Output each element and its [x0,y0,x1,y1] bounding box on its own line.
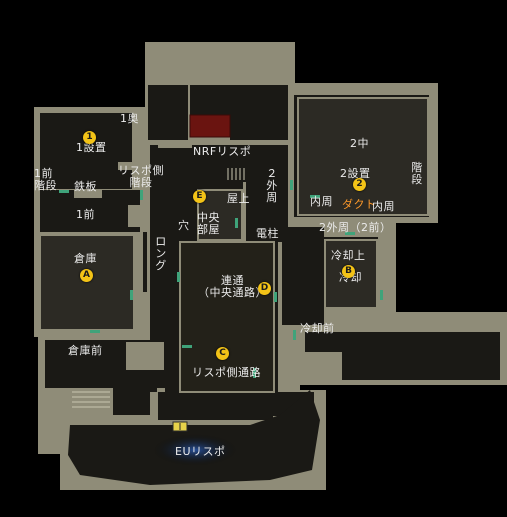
label-2-sotomawari: ２ 外 周 [266,167,278,204]
point-d-marker-icon: D [258,282,271,295]
label-2-setchi: 2設置 [340,167,371,180]
stairs [72,168,245,408]
label-2-sotomawari-2mae: 2外周（2前） [319,221,392,234]
point-a-marker-icon: A [80,269,93,282]
rooms [39,97,429,393]
label-1-mae: 1前 [76,208,95,221]
point-b-marker-icon: B [342,265,355,278]
label-long: ロ ン グ [155,235,167,272]
label-reikyaku-ue: 冷却上 [331,249,366,262]
label-soko-mae: 倉庫前 [68,344,103,357]
inner-walls [74,140,342,422]
label-kaidan-right: 階 段 [411,161,423,186]
eu-spawn-glow [153,434,237,466]
label-2-naka: 2中 [350,137,369,150]
label-uchimawari-left: 内周 [310,195,333,208]
label-nrf-respawn: NRFリスポ [193,145,252,158]
label-risupo-tsuro: リスポ側通路 [192,366,261,379]
nrf-spawn-zone [189,114,231,138]
label-uchimawari-right: 内周 [372,200,395,213]
label-1-oku: 1奥 [120,112,139,125]
site-1-marker-icon: 1 [83,131,96,144]
label-teppan: 鉄板 [74,180,97,193]
label-eu-respawn: EUリスポ [175,445,226,458]
point-e-marker-icon: E [193,190,206,203]
label-reikyaku-mae: 冷却前 [300,322,335,335]
label-denchu: 電柱 [256,227,279,240]
doors [59,180,383,378]
label-1-setchi: 1設置 [76,141,107,154]
label-ana: 穴 [178,219,190,232]
point-c-marker-icon: C [216,347,229,360]
label-duct: ダクト [342,198,377,211]
label-1-mae-kaidan: 1前 階段 [34,167,57,192]
label-soko: 倉庫 [74,252,97,265]
label-okujo: 屋上 [227,192,250,205]
label-rentsu: 連通 （中央通路） [198,274,267,299]
site-2-marker-icon: 2 [353,178,366,191]
label-risupo-kaidan: リスポ側 階段 [118,164,164,189]
label-chuo-heya: 中央 部屋 [197,211,220,236]
